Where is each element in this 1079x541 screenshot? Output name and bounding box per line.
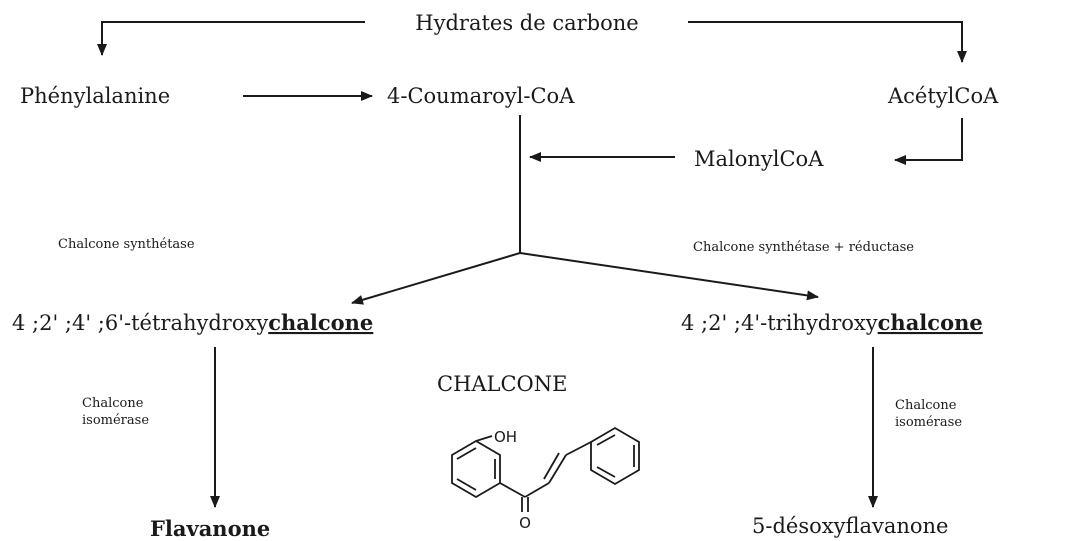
- arrow-branch-to-trihydroxychalcone: [519, 252, 819, 301]
- alkene-double-bond-a: [548, 454, 567, 484]
- arrow-branch-to-tetrahydroxychalcone: [351, 252, 521, 305]
- tetrahydroxy-chalcone-suffix: chalcone: [268, 310, 373, 335]
- node-tetrahydroxychalcone: 4 ;2' ;4' ;6'-tétrahydroxychalcone: [12, 310, 373, 335]
- bond-beta-to-phenyl: [565, 441, 592, 456]
- atom-o-label: O: [519, 514, 531, 532]
- node-coumaroyl-coa: 4-Coumaroyl-CoA: [387, 84, 575, 108]
- aromatic-ring-left: [451, 439, 501, 499]
- atom-oh-label: OH: [494, 428, 517, 446]
- node-malonylcoa: MalonylCoA: [694, 147, 824, 171]
- aromatic-ring-right: [590, 426, 640, 486]
- trihydroxy-prefix: 4 ;2' ;4'-trihydroxy: [681, 311, 878, 335]
- trihydroxy-chalcone-suffix: chalcone: [878, 310, 983, 335]
- enzyme-isomerase-left-line1: Chalcone: [82, 396, 144, 411]
- enzyme-isomerase-right-line1: Chalcone: [895, 398, 957, 413]
- arrow-carbohydrates-to-acetylcoa: [688, 21, 967, 63]
- enzyme-chalcone-synthase-reductase: Chalcone synthétase + réductase: [693, 240, 914, 255]
- tetrahydroxy-prefix: 4 ;2' ;4' ;6'-tétrahydroxy: [12, 311, 268, 335]
- enzyme-isomerase-left-line2: isomérase: [82, 413, 149, 428]
- chalcone-structure: OH O: [451, 426, 640, 532]
- node-carbohydrates: Hydrates de carbone: [415, 11, 638, 35]
- node-flavanone: Flavanone: [150, 516, 270, 541]
- enzyme-isomerase-right-line2: isomérase: [895, 415, 962, 430]
- bond-carbonyl-to-alpha: [524, 482, 550, 498]
- chalcone-structure-title: CHALCONE: [437, 372, 567, 396]
- node-desoxyflavanone: 5-désoxyflavanone: [752, 514, 949, 538]
- alkene-double-bond-b: [543, 452, 560, 480]
- bond-ring-to-carbonyl: [499, 482, 526, 498]
- ring-right-inner-bond-3: [596, 466, 616, 478]
- node-phenylalanine: Phénylalanine: [20, 84, 170, 108]
- arrow-carbohydrates-to-phenylalanine: [97, 21, 365, 56]
- ring-right-inner-bond-1: [596, 434, 616, 446]
- node-trihydroxychalcone: 4 ;2' ;4'-trihydroxychalcone: [681, 310, 983, 335]
- node-acetylcoa: AcétylCoA: [887, 84, 999, 108]
- arrow-acetylcoa-to-malonylcoa: [894, 118, 963, 165]
- oh-bond: [475, 435, 493, 442]
- ring-left-inner-bond-1: [456, 447, 477, 460]
- enzyme-chalcone-synthase-left: Chalcone synthétase: [58, 237, 195, 252]
- ring-left-inner-bond-2: [456, 478, 477, 491]
- connectors: [97, 21, 967, 508]
